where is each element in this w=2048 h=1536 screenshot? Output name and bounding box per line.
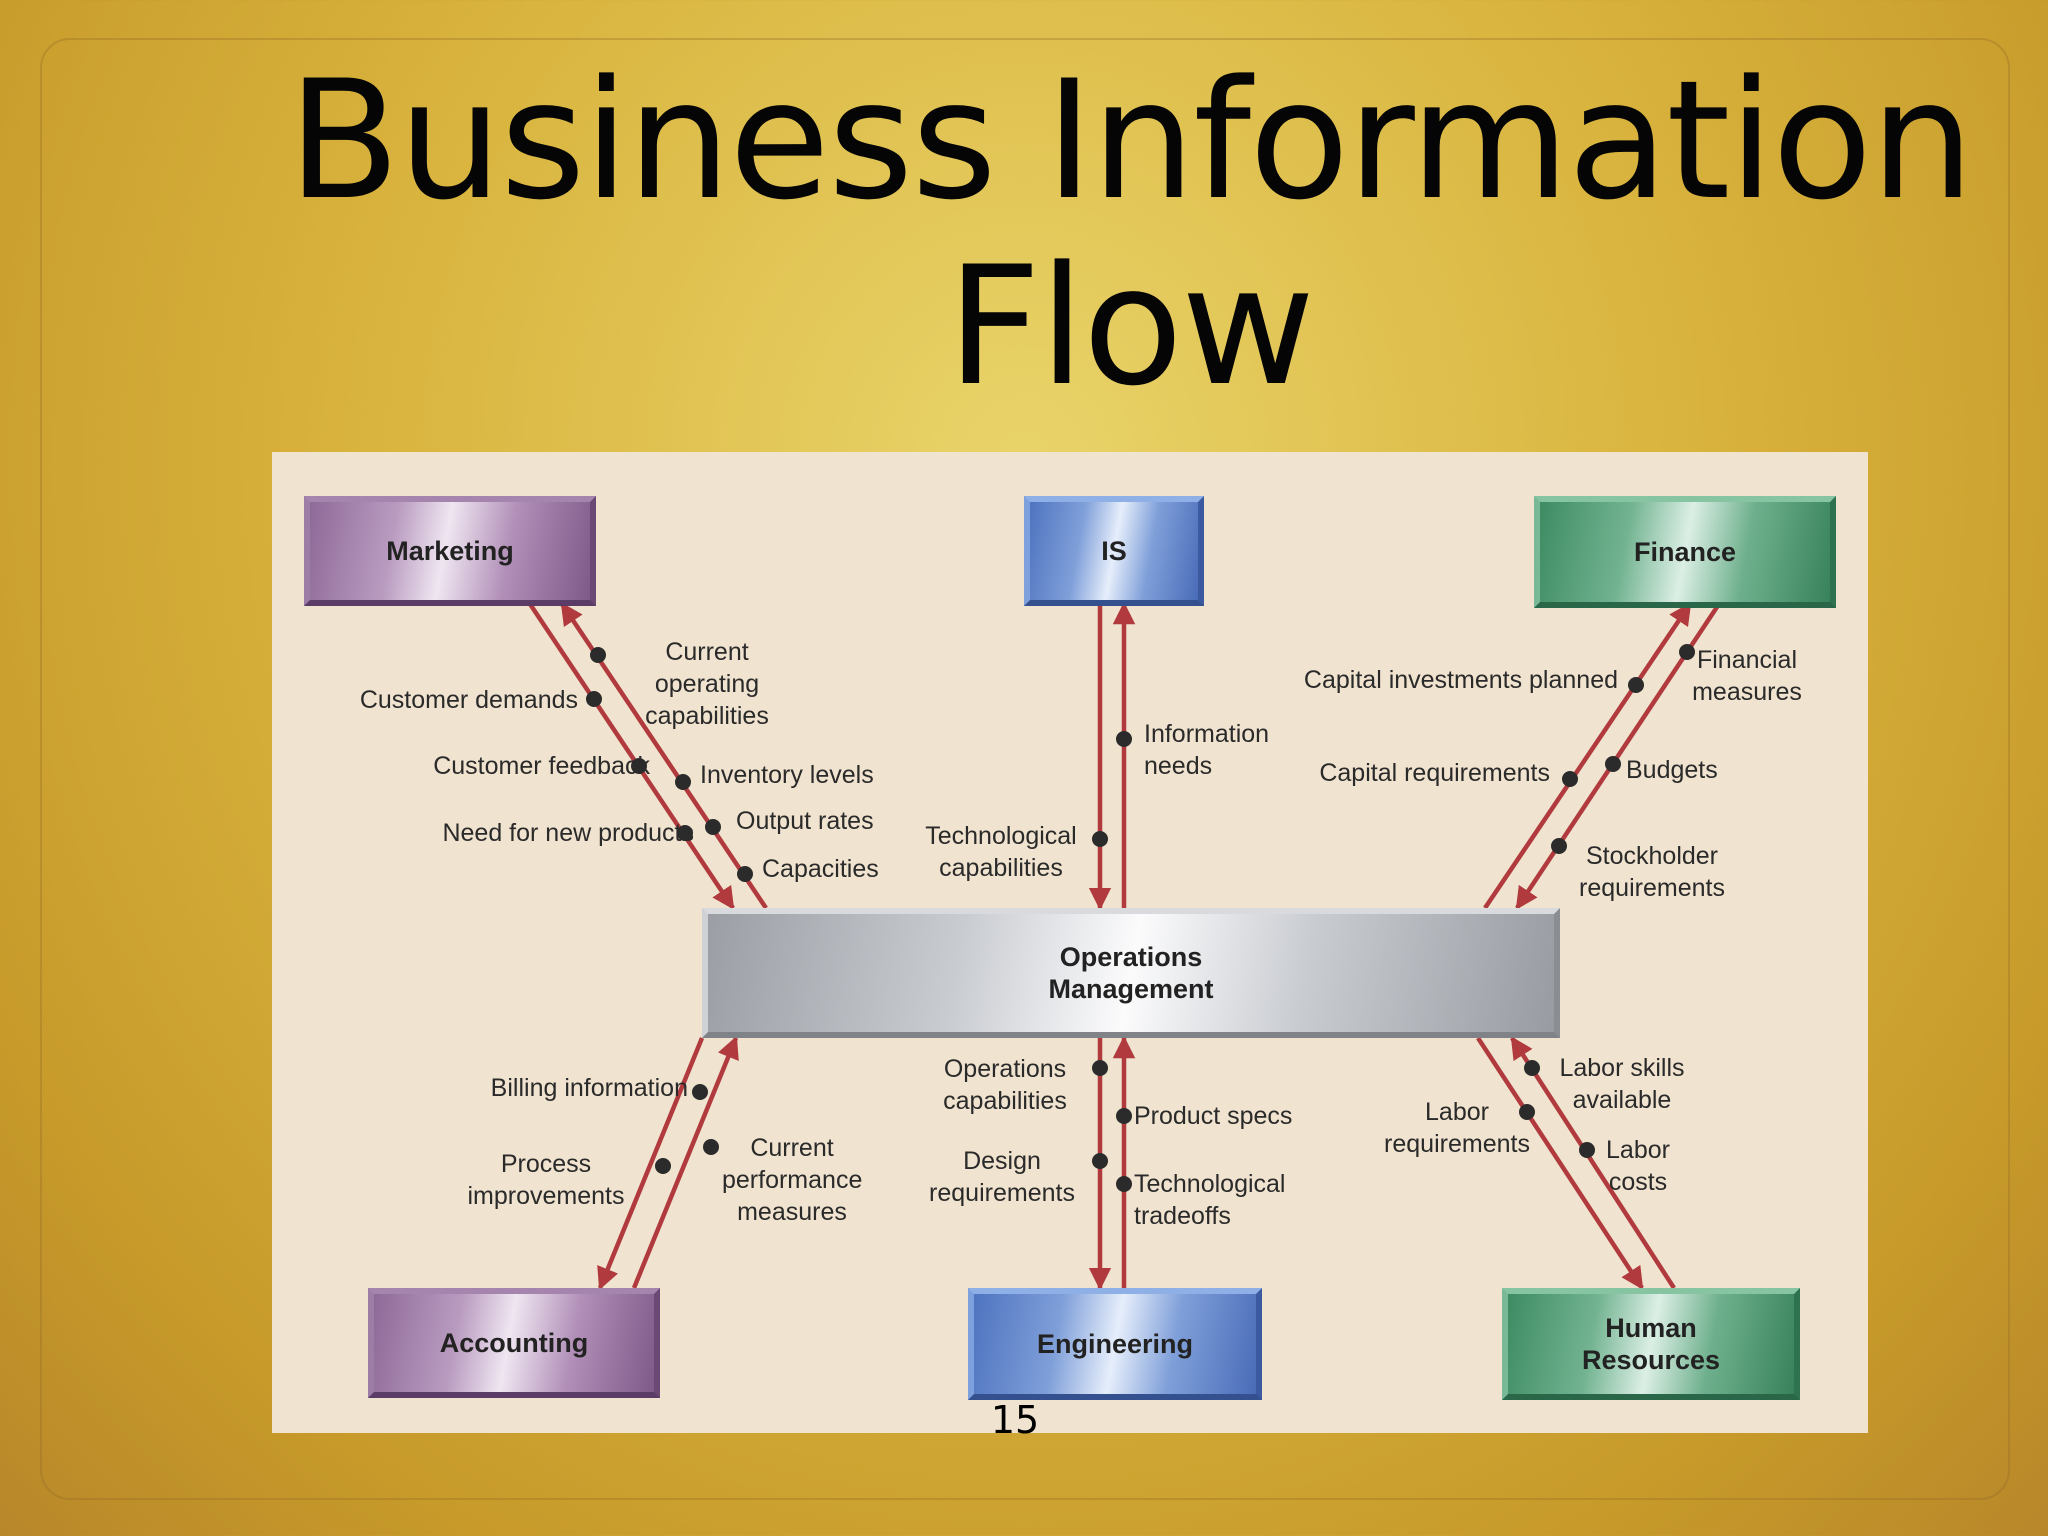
is-box: IS: [1024, 496, 1204, 606]
label-technological-tradeoffs: Technological tradeoffs: [1134, 1170, 1286, 1230]
dot-need-for-new-products: [677, 825, 693, 841]
label-labor-skills-available: Labor skills available: [1559, 1054, 1685, 1114]
label-current-operating-capabilities: Current operating capabilities: [645, 638, 769, 730]
dot-capital-requirements: [1562, 771, 1578, 787]
dot-capacities: [737, 866, 753, 882]
accounting-to-ops-arrow: [631, 1035, 739, 1289]
label-process-improvements: Process improvements: [467, 1150, 625, 1210]
dot-design-requirements: [1092, 1153, 1108, 1169]
operations-management-box: Operations Management: [702, 908, 1560, 1038]
label-customer-feedback: Customer feedback: [433, 752, 650, 780]
ops-to-finance-arrow: [1483, 602, 1692, 910]
flow-arrows: [528, 601, 1721, 1291]
dot-labor-skills-available: [1524, 1060, 1540, 1076]
label-operations-capabilities: Operations capabilities: [943, 1055, 1067, 1115]
dot-stockholder-requirements: [1551, 838, 1567, 854]
engineering-box: Engineering: [968, 1288, 1262, 1400]
label-billing-information: Billing information: [490, 1074, 688, 1102]
page-number: 15: [990, 1398, 1040, 1442]
label-output-rates: Output rates: [736, 807, 874, 835]
dot-technological-tradeoffs: [1116, 1176, 1132, 1192]
label-labor-requirements: Labor requirements: [1384, 1098, 1530, 1158]
label-information-needs: Information needs: [1144, 720, 1270, 780]
label-capital-requirements: Capital requirements: [1319, 759, 1550, 787]
marketing-box: Marketing: [304, 496, 596, 606]
label-budgets: Budgets: [1626, 756, 1718, 784]
ops-to-hr-arrow: [1476, 1036, 1644, 1290]
dot-capital-investments-planned: [1628, 677, 1644, 693]
slide-title: Business Information Flow: [287, 45, 1975, 422]
label-labor-costs: Labor costs: [1606, 1136, 1670, 1196]
label-design-requirements: Design requirements: [929, 1147, 1075, 1207]
dot-financial-measures: [1679, 644, 1695, 660]
information-flow-diagram: Marketing IS Finance Operations Manageme…: [272, 452, 1868, 1433]
dot-current-operating-capabilities: [590, 647, 606, 663]
label-technological-capabilities: Technological capabilities: [925, 822, 1077, 882]
ops-to-accounting-arrow: [597, 1037, 705, 1291]
dot-product-specs: [1116, 1108, 1132, 1124]
dot-labor-costs: [1579, 1142, 1595, 1158]
hr-to-ops-arrow: [1510, 1036, 1676, 1290]
dot-current-performance-measures: [703, 1139, 719, 1155]
label-stockholder-requirements: Stockholder requirements: [1579, 842, 1725, 902]
dot-budgets: [1605, 756, 1621, 772]
label-financial-measures: Financial measures: [1692, 646, 1802, 706]
dot-operations-capabilities: [1092, 1060, 1108, 1076]
dot-customer-demands: [586, 691, 602, 707]
label-inventory-levels: Inventory levels: [700, 761, 874, 789]
label-current-performance-measures: Current performance measures: [722, 1134, 863, 1226]
human-resources-box: Human Resources: [1502, 1288, 1800, 1400]
label-capital-investments-planned: Capital investments planned: [1303, 666, 1618, 694]
slide-frame: [40, 38, 2010, 1500]
dot-inventory-levels: [675, 774, 691, 790]
finance-box: Finance: [1534, 496, 1836, 608]
dot-information-needs: [1116, 731, 1132, 747]
dot-output-rates: [705, 819, 721, 835]
marketing-to-ops-arrow: [528, 602, 735, 910]
dot-technological-capabilities: [1092, 831, 1108, 847]
dot-process-improvements: [655, 1158, 671, 1174]
label-customer-demands: Customer demands: [359, 686, 578, 714]
dot-labor-requirements: [1519, 1104, 1535, 1120]
label-product-specs: Product specs: [1134, 1102, 1293, 1130]
dot-customer-feedback: [631, 758, 647, 774]
accounting-box: Accounting: [368, 1288, 660, 1398]
label-need-for-new-products: Need for new products: [442, 819, 694, 847]
label-capacities: Capacities: [762, 855, 879, 883]
dot-billing-information: [692, 1084, 708, 1100]
